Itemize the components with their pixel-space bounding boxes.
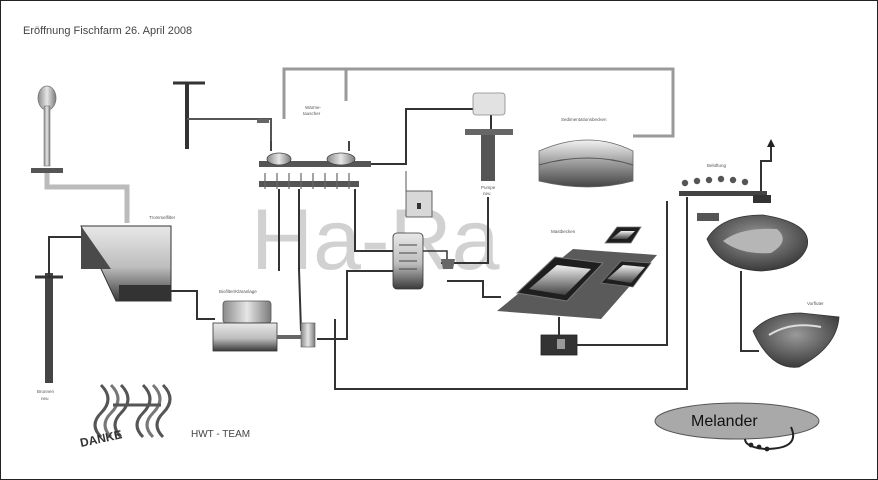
svg-text:Wärme-: Wärme-: [305, 105, 321, 110]
svg-text:Biofilter/Kläranlage: Biofilter/Kläranlage: [219, 289, 257, 294]
fish-tanks-platform: Mastbecken: [497, 227, 657, 319]
left-well-pipe: Brunnen neu: [35, 237, 81, 401]
svg-text:Vorfluter: Vorfluter: [807, 301, 824, 306]
svg-text:Mastbecken: Mastbecken: [551, 229, 576, 234]
melander-text: Melander: [691, 413, 758, 430]
svg-text:neu: neu: [41, 396, 49, 401]
svg-text:Trommelfilter: Trommelfilter: [149, 215, 176, 220]
melander-logo: Melander: [655, 403, 819, 451]
sprinkler-bar: Belüftung: [679, 139, 775, 203]
danke-text: DANKE: [79, 427, 124, 450]
watermark-text: Ha-Ra: [251, 192, 500, 288]
svg-text:neu: neu: [483, 191, 491, 196]
pump-pole: [173, 83, 271, 149]
svg-text:Sedimentationsbecken: Sedimentationsbecken: [561, 117, 607, 122]
central-manifold: Wärme- tauscher: [259, 105, 371, 189]
control-box-small: [406, 171, 432, 217]
well-head: [31, 86, 127, 223]
svg-text:Brunnen: Brunnen: [37, 389, 55, 394]
valve-unit: [277, 323, 315, 347]
svg-text:Belüftung: Belüftung: [707, 163, 727, 168]
team-text: HWT - TEAM: [191, 429, 250, 440]
settling-basin: Sedimentationsbecken: [539, 117, 633, 187]
outfall-channel: Vorfluter: [753, 301, 839, 367]
drum-filter-tank: Trommelfilter: [81, 215, 176, 301]
manifold-pipe-2: [371, 109, 491, 164]
svg-text:tauscher: tauscher: [303, 111, 321, 116]
hwt-logo: DANKE: [79, 385, 170, 450]
biofilter-tank: Biofilter/Kläranlage: [171, 289, 277, 351]
svg-text:Pumpe: Pumpe: [481, 185, 496, 190]
